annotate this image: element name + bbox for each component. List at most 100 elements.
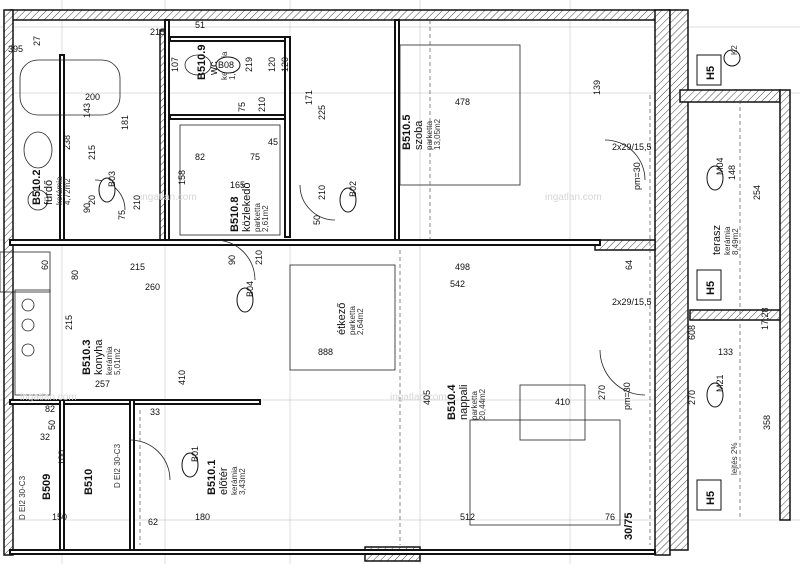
coffee-table [519,384,586,441]
dimension-value: 27 [32,36,42,46]
dimension-value: 107 [170,57,180,72]
room-area: 4,72m2 [63,178,72,205]
dimension-value: 51 [195,20,205,30]
dimension-value: 33 [150,407,160,417]
structural-walls [3,9,791,562]
stair-note: lejtés 2% [730,443,739,475]
unit-label: B509 [41,474,53,500]
dimension-value: 120 [280,57,290,72]
dimension-value: 257 [95,379,110,389]
room-label-eloter: B510.1 előtér kerámia 3,43m2 [206,460,247,495]
door-tag: B08 [215,56,241,74]
watermark: ingatlan.com [390,392,447,403]
dimension-value: 219 [244,57,254,72]
door-tag-label: B03 [107,171,117,187]
partition-label: D EI2 30-C3 [113,443,122,488]
room-name: fürdő [43,180,55,205]
sofa [469,419,621,526]
dimension-value: 62 [148,517,158,527]
axis-tag: H5 [705,491,717,505]
dimension-value: 171 [304,90,314,105]
watermarks: ingatlan.com ingatlan.com ingatlan.com i… [20,192,602,403]
dimension-value: 181 [120,115,130,130]
washbasin [23,131,53,169]
dimension-value: 45 [268,137,278,147]
dimension-value: 90 [227,255,237,265]
room-floor: kerámia [230,466,239,495]
wardrobe [179,124,281,236]
dimension-value: 32 [40,432,50,442]
dimension-value: 254 [752,185,762,200]
dimension-value: 165 [230,180,245,190]
axis-tags: H5 H5 H5 K2 [696,45,741,511]
dimension-value: 75 [237,102,247,112]
slope-label: pm=30 [632,162,642,190]
room-id: B510.1 [206,460,218,495]
room-floor: kerámia [105,346,114,375]
dimension-value: 75 [117,210,127,220]
dimension-value: 210 [317,185,327,200]
pillar-label: 17,28 [760,307,770,330]
wc-toilet [184,54,212,76]
room-name: étkező [336,303,348,335]
partition-label: D EI2 30-C3 [18,475,27,520]
axis-mark: K2 [730,45,739,55]
dimension-value: 150 [52,512,67,522]
dimension-value: 215 [87,145,97,160]
dimension-value: 410 [555,397,570,407]
dimension-value: 100 [57,450,67,465]
room-id: B510.8 [229,197,241,232]
room-floor: kerámia [55,176,64,205]
room-label-etkezo: étkező parketta 2,64m2 [336,303,365,335]
room-area: 13,05m2 [433,118,442,150]
room-label-furdo: B510.2 fürdő kerámia 4,72m2 [31,170,72,205]
room-floor: parketta [425,121,434,150]
bottom-dimension: 30/75 [623,512,635,540]
dimension-value: 888 [318,347,333,357]
window-label: 2x29/15,5 [612,297,652,307]
room-area: 2,61m2 [261,205,270,232]
dimension-value: 238 [62,135,72,150]
dimension-value: 50 [312,215,322,225]
room-id: B510.4 [446,384,458,420]
dimension-value: 80 [70,270,80,280]
door-tag: M04 [706,157,725,191]
dimension-value: 410 [177,370,187,385]
dimension-value: 210 [132,195,142,210]
door-tag: B01 [181,446,200,478]
dimension-value: 143 [82,103,92,118]
room-name: terasz [711,225,723,255]
room-id: B510.3 [81,340,93,375]
door-tag-label: M21 [715,374,725,392]
door-swings [94,20,741,545]
dimension-value: 270 [597,385,607,400]
dimension-value: 395 [8,44,23,54]
room-floor: parketta [470,391,479,420]
door-tag-label: B02 [348,181,358,197]
dimension-value: 498 [455,262,470,272]
dimension-value: 60 [40,260,50,270]
dimension-value: 50 [47,420,57,430]
dimension-value: 82 [45,404,55,414]
dimension-value: 148 [727,165,737,180]
door-tag-label: B08 [218,60,234,70]
dimension-value: 478 [455,97,470,107]
dimension-value: 20 [87,195,97,205]
room-name: konyha [93,339,105,375]
door-tag: B04 [236,281,255,313]
watermark: ingatlan.com [20,392,77,403]
dimension-value: 210 [254,250,264,265]
room-id: B510.2 [31,170,43,205]
toilet-bath [27,189,49,211]
window-notes: 2x29/15,5 2x29/15,5 pm=30 pm=30 lejtés 2… [612,142,770,540]
room-area: 20,44m2 [478,388,487,420]
watermark: ingatlan.com [140,192,197,203]
door-tag: M21 [706,374,725,408]
unit-label: B510 [83,469,95,495]
door-tag: B03 [98,171,117,203]
room-floor: parketta [253,203,262,232]
dimension-value: 139 [592,80,602,95]
watermark: ingatlan.com [545,192,602,203]
